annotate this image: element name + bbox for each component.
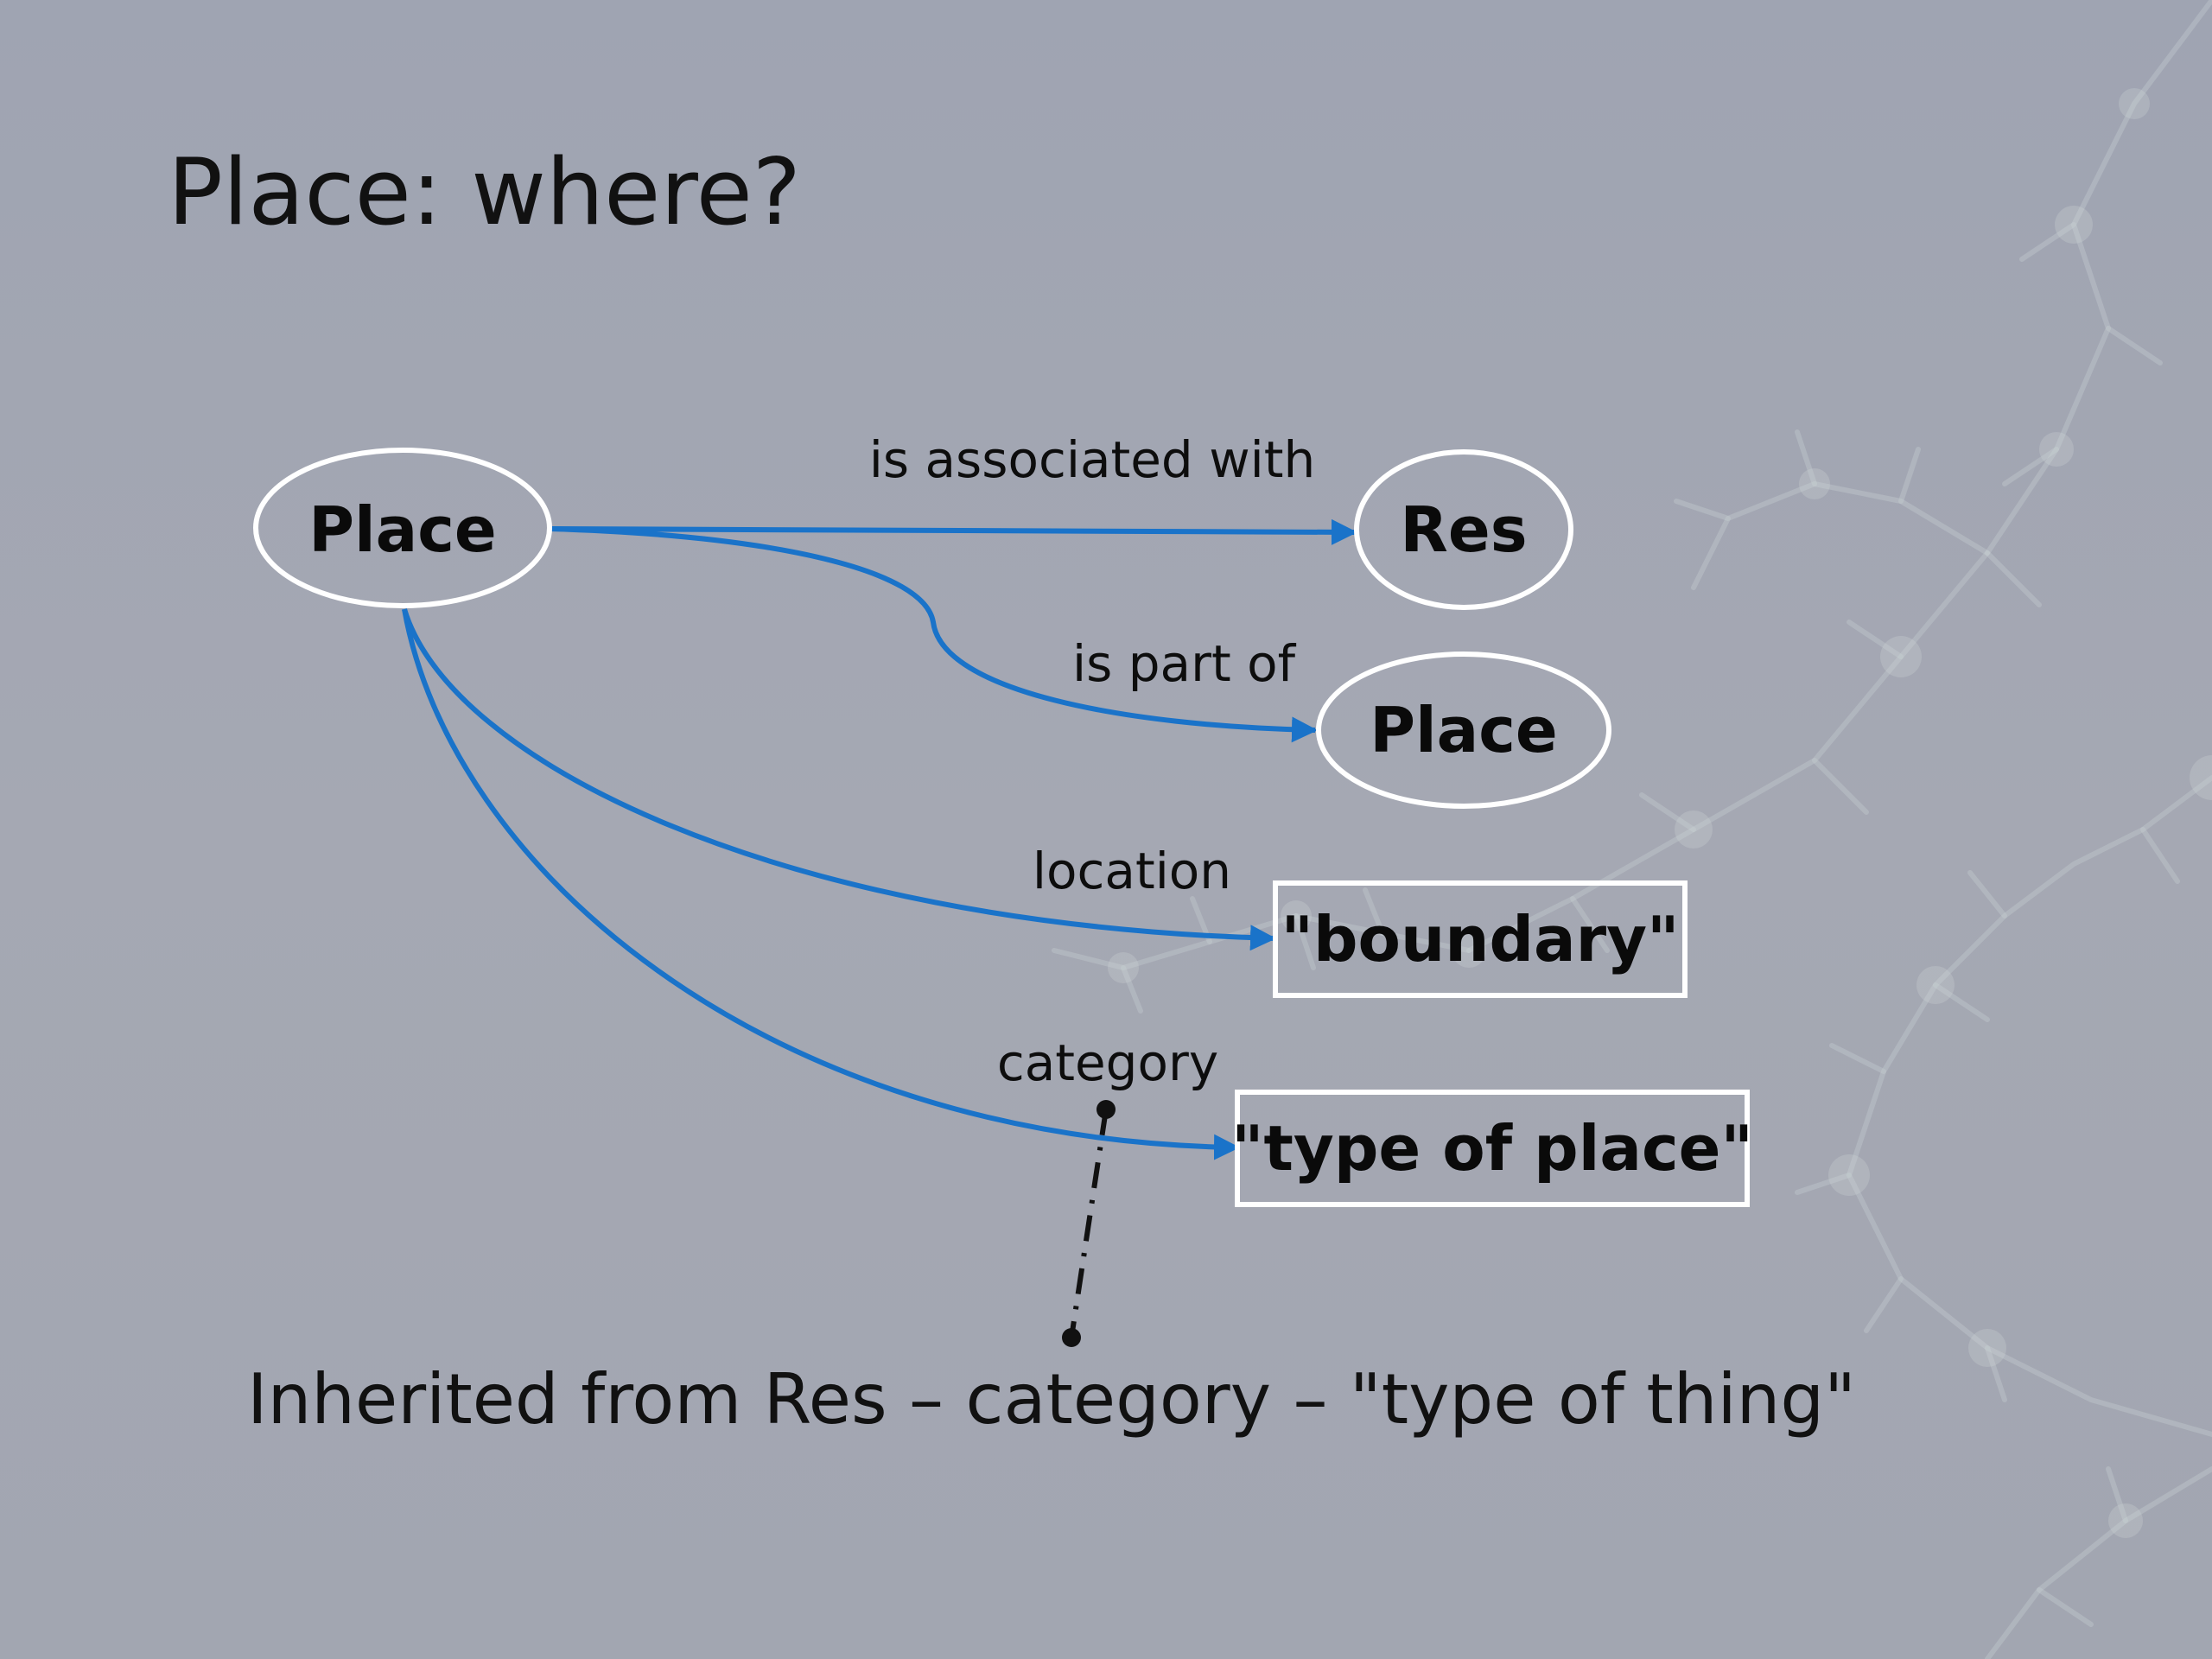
node-res: Res bbox=[1354, 449, 1573, 610]
annotation-dot-bottom bbox=[1062, 1328, 1081, 1347]
slide-title: Place: where? bbox=[168, 139, 802, 245]
node-target-place: Place bbox=[1316, 652, 1611, 809]
node-source-place-label: Place bbox=[308, 493, 497, 566]
node-type-of-place: "type of place" bbox=[1231, 1090, 1753, 1207]
edge-is-associated-with bbox=[549, 518, 1357, 545]
edge-location bbox=[402, 608, 1276, 951]
node-target-place-label: Place bbox=[1370, 694, 1558, 766]
node-source-place: Place bbox=[253, 448, 552, 608]
edge-label-is-part-of: is part of bbox=[1072, 634, 1297, 693]
edge-is-part-of bbox=[549, 526, 1318, 743]
edge-label-category: category bbox=[997, 1033, 1218, 1092]
edge-label-location: location bbox=[1033, 842, 1231, 900]
annotation-connector bbox=[1069, 1109, 1109, 1338]
annotation-dot-top bbox=[1096, 1100, 1116, 1119]
inheritance-note: Inherited from Res – category – "type of… bbox=[247, 1359, 1856, 1440]
node-boundary: "boundary" bbox=[1273, 880, 1688, 998]
node-boundary-label: "boundary" bbox=[1281, 903, 1679, 976]
edge-category bbox=[402, 608, 1240, 1160]
edge-label-is-associated-with: is associated with bbox=[869, 430, 1316, 489]
node-res-label: Res bbox=[1400, 493, 1527, 566]
node-type-of-place-label: "type of place" bbox=[1231, 1112, 1753, 1185]
